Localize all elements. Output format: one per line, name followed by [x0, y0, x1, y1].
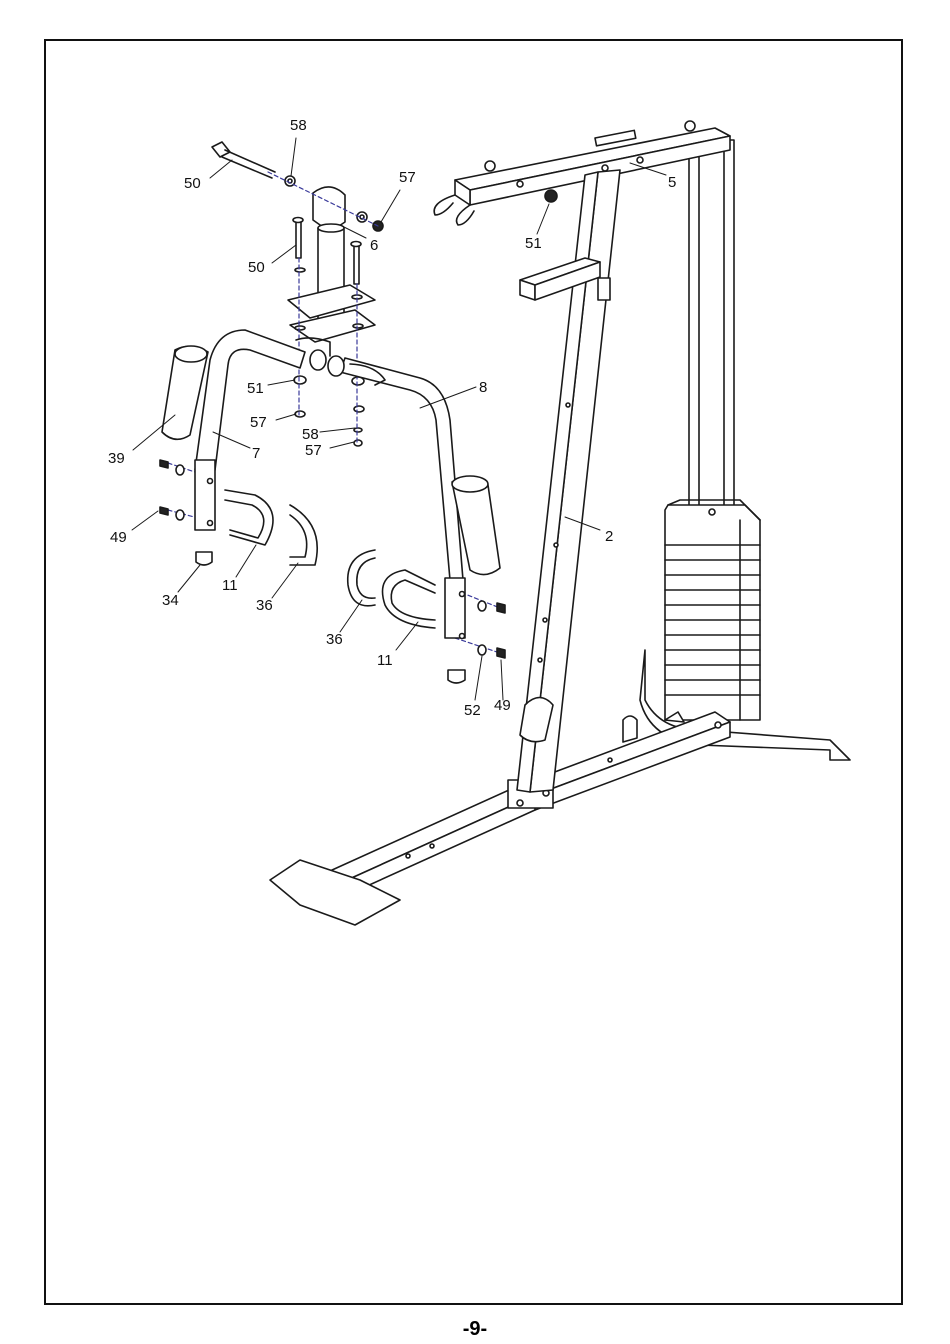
callout-58: 58 [302, 427, 319, 442]
callout-36: 36 [256, 598, 273, 613]
callout-50: 50 [248, 260, 265, 275]
callout-5: 5 [668, 175, 676, 190]
callout-11: 11 [222, 578, 238, 593]
callout-7: 7 [252, 446, 260, 461]
callout-58: 58 [290, 118, 307, 133]
callout-49: 49 [494, 698, 511, 713]
callout-57: 57 [399, 170, 416, 185]
callout-50: 50 [184, 176, 201, 191]
callout-34: 34 [162, 593, 179, 608]
callout-57: 57 [250, 415, 267, 430]
page-number: -9- [0, 1318, 950, 1341]
callout-49: 49 [110, 530, 127, 545]
callout-8: 8 [479, 380, 487, 395]
weight-stack [665, 500, 760, 720]
callout-51: 51 [247, 381, 264, 396]
guide-rods [689, 140, 734, 510]
callout-6: 6 [370, 238, 378, 253]
callout-39: 39 [108, 451, 125, 466]
callout-51: 51 [525, 236, 542, 251]
callout-57: 57 [305, 443, 322, 458]
callout-52: 52 [464, 703, 481, 718]
callout-2: 2 [605, 529, 613, 544]
bracket-part-6 [288, 187, 375, 342]
callout-36: 36 [326, 632, 343, 647]
callout-11: 11 [377, 653, 393, 668]
